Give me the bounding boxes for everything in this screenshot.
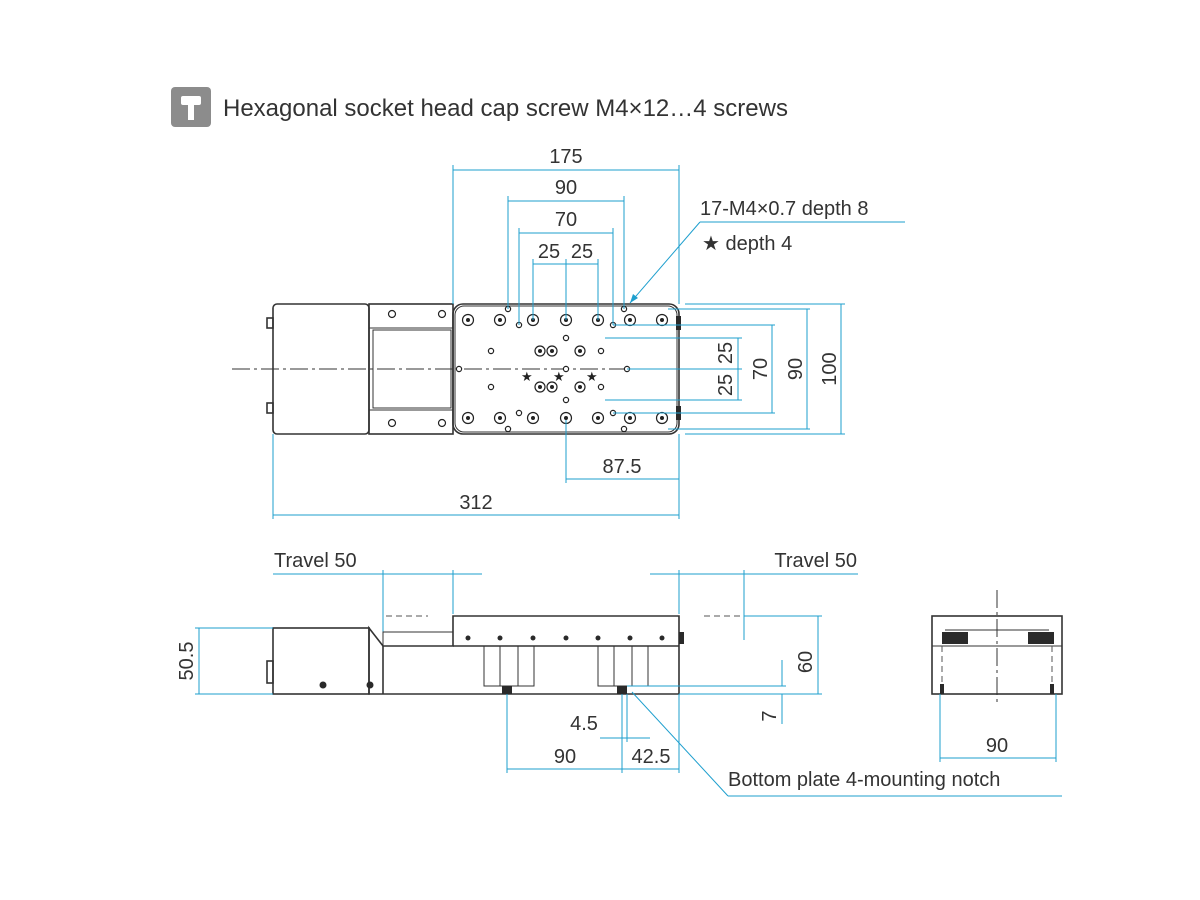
dim-v25-top: 25 (715, 342, 737, 364)
dim-v90: 90 (785, 358, 807, 380)
dim-v70: 70 (750, 358, 772, 380)
motor-housing (266, 303, 454, 435)
dim-70-top: 70 (555, 209, 577, 231)
dim-25-left: 25 (538, 241, 560, 263)
side-right-dims: 60 7 (627, 615, 822, 724)
note-star-depth: ★ depth 4 (702, 233, 792, 255)
top-view: ★ ★ ★ 175 90 70 25 25 (232, 146, 905, 519)
note-holes: 17-M4×0.7 depth 8 (700, 198, 868, 220)
side-bottom-dims: 4.5 90 42.5 (506, 694, 680, 773)
notch-callout: Bottom plate 4-mounting notch (631, 691, 1062, 797)
svg-text:★: ★ (553, 369, 565, 384)
dim-175: 175 (549, 146, 582, 168)
bottom-dimensions: 87.5 312 (272, 420, 680, 519)
dim-60: 60 (795, 651, 817, 673)
dim-87-5: 87.5 (603, 456, 642, 478)
dim-90-side: 90 (554, 746, 576, 768)
top-dimensions: 175 90 70 25 25 (452, 146, 680, 325)
right-dimensions: 25 25 70 90 100 (605, 303, 845, 435)
travel-right-label: Travel 50 (774, 550, 857, 572)
end-view: 90 (931, 590, 1063, 762)
dim-v25-bottom: 25 (715, 374, 737, 396)
svg-text:★: ★ (521, 369, 533, 384)
dim-25-right: 25 (571, 241, 593, 263)
dim-v100: 100 (819, 352, 841, 385)
side-body (266, 615, 684, 695)
header-text: Hexagonal socket head cap screw M4×12…4 … (223, 95, 788, 122)
travel-left-label: Travel 50 (274, 550, 357, 572)
note-notch: Bottom plate 4-mounting notch (728, 769, 1000, 791)
hex-socket-screw-icon (171, 87, 211, 127)
dim-312: 312 (459, 492, 492, 514)
dim-7: 7 (759, 710, 781, 721)
header: Hexagonal socket head cap screw M4×12…4 … (171, 87, 788, 127)
side-view: Travel 50 Travel 50 (176, 550, 1062, 797)
travel-dimensions: Travel 50 Travel 50 (273, 550, 858, 640)
dim-42-5: 42.5 (632, 746, 671, 768)
table-holes: ★ ★ ★ (455, 305, 669, 433)
dim-4-5: 4.5 (570, 713, 598, 735)
side-left-dims: 50.5 (176, 627, 273, 695)
dim-90-end: 90 (986, 735, 1008, 757)
dim-90-top: 90 (555, 177, 577, 199)
dim-50-5: 50.5 (176, 642, 198, 681)
hole-callout: 17-M4×0.7 depth 8 ★ depth 4 (629, 198, 905, 304)
svg-text:★: ★ (586, 369, 598, 384)
